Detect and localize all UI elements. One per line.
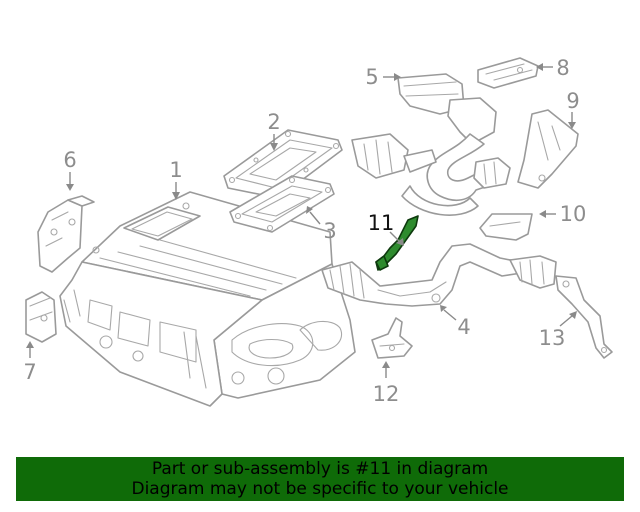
callout-7: 7 bbox=[23, 360, 36, 384]
callout-6: 6 bbox=[63, 148, 76, 172]
part-5-hose-valve-assembly[interactable] bbox=[351, 73, 511, 216]
callout-11-highlighted: 11 bbox=[368, 211, 395, 235]
part-8-bracket[interactable] bbox=[477, 57, 539, 89]
part-7-bracket[interactable] bbox=[25, 291, 57, 343]
banner-line-disclaimer: Diagram may not be specific to your vehi… bbox=[131, 479, 509, 499]
part-2-gasket-upper[interactable] bbox=[223, 129, 343, 199]
callout-3: 3 bbox=[323, 219, 336, 243]
part-9-bracket[interactable] bbox=[517, 109, 579, 189]
parts-diagram: 1 2 3 4 5 6 7 8 9 10 11 12 13 bbox=[23, 56, 613, 407]
part-6-bracket[interactable] bbox=[37, 195, 95, 273]
part-10-plate[interactable] bbox=[479, 213, 533, 241]
part-13-bracket[interactable] bbox=[555, 275, 613, 359]
callout-1: 1 bbox=[169, 158, 182, 182]
callout-2: 2 bbox=[267, 110, 280, 134]
banner-line-part: Part or sub-assembly is #11 in diagram bbox=[151, 459, 489, 479]
callout-5: 5 bbox=[365, 65, 378, 89]
part-12-bracket[interactable] bbox=[371, 317, 413, 359]
callout-10: 10 bbox=[560, 202, 587, 226]
part-4-coolant-hose[interactable] bbox=[321, 243, 557, 307]
callout-13: 13 bbox=[539, 326, 566, 350]
callout-8: 8 bbox=[556, 56, 569, 80]
leader-lines bbox=[26, 63, 577, 378]
callout-12: 12 bbox=[373, 382, 400, 406]
callout-4: 4 bbox=[457, 315, 470, 339]
part-3-gasket-lower[interactable] bbox=[229, 175, 335, 233]
callout-9: 9 bbox=[566, 89, 579, 113]
part-1-inverter-housing[interactable] bbox=[59, 191, 356, 407]
notice-banner: Part or sub-assembly is #11 in diagram D… bbox=[16, 457, 624, 501]
